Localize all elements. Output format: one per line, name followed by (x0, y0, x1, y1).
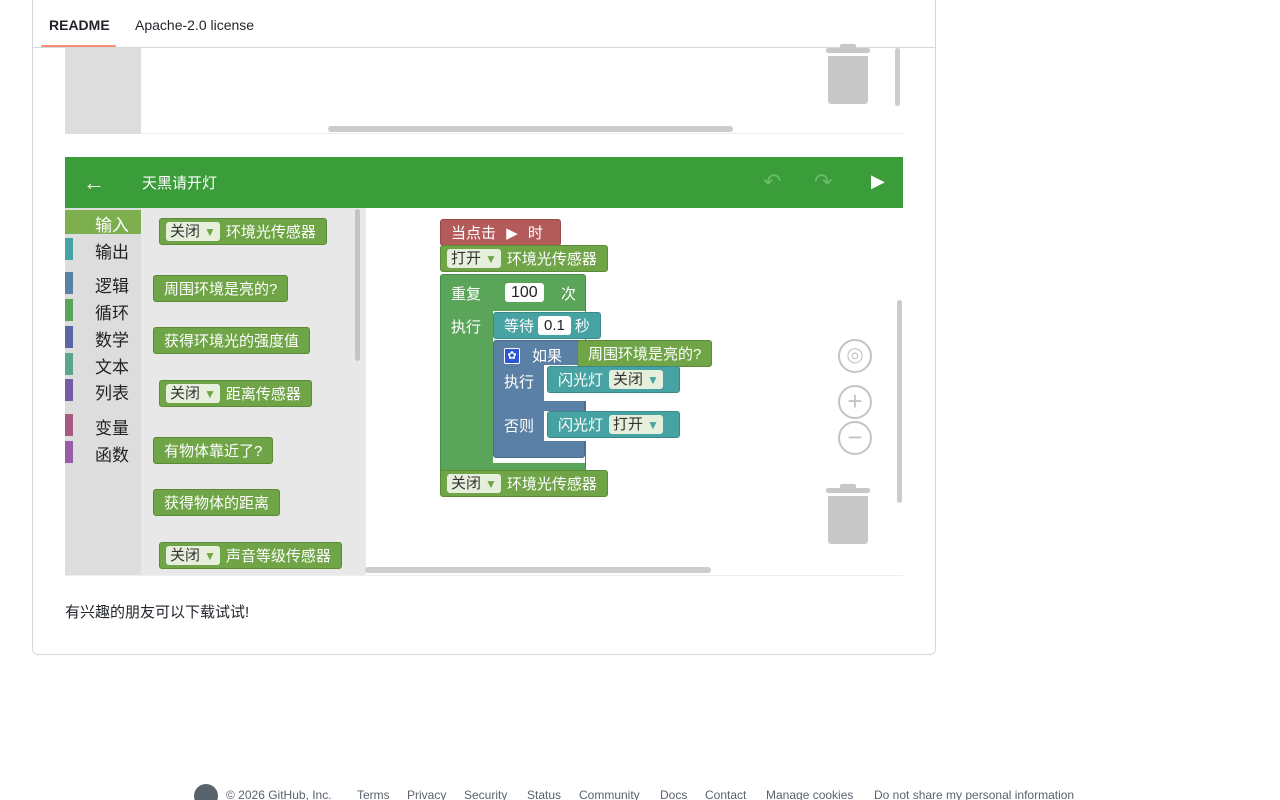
app-bar: ← 天黑请开灯 ↶ ↷ ▶ (65, 157, 903, 208)
active-tab-indicator (41, 45, 116, 47)
category-panel: 输入 输出 逻辑 循环 数学 文本 列表 变量 函数 (65, 208, 141, 575)
page-footer: © 2026 GitHub, Inc. Terms Privacy Securi… (194, 784, 1114, 800)
undo-icon: ↶ (763, 169, 782, 194)
screenshot-image-top (65, 44, 903, 134)
footer-link-contact[interactable]: Contact (705, 788, 747, 800)
footer-link-privacy[interactable]: Privacy (407, 788, 447, 800)
gear-icon: ✿ (504, 348, 520, 364)
footer-link-do-not-share[interactable]: Do not share my personal information (874, 788, 1075, 800)
category-item: 输出 (65, 237, 141, 262)
horizontal-scrollbar (328, 126, 733, 132)
open-sensor-block: 打开▼环境光传感器 (440, 245, 608, 272)
zoom-in-icon: + (838, 385, 872, 419)
copyright: © 2026 GitHub, Inc. (226, 788, 332, 800)
category-panel (65, 48, 141, 134)
category-item: 循环 (65, 298, 141, 323)
flyout-block: 关闭▼距离传感器 (159, 380, 312, 407)
category-item: 函数 (65, 440, 141, 465)
category-item: 文本 (65, 352, 141, 377)
readme-caption: 有兴趣的朋友可以下载试试! (65, 604, 250, 621)
play-icon: ▶ (871, 171, 885, 191)
flyout-block: 获得物体的距离 (153, 489, 281, 516)
flyout-scrollbar (355, 209, 360, 361)
footer-link-manage-cookies[interactable]: Manage cookies (766, 788, 854, 800)
condition-block: 周围环境是亮的? (577, 340, 713, 367)
category-item: 变量 (65, 413, 141, 438)
app-title: 天黑请开灯 (142, 175, 218, 192)
vertical-scrollbar (895, 48, 900, 106)
tab-readme[interactable]: README (49, 17, 110, 33)
flash-on-block: 闪光灯打开▼ (547, 411, 680, 438)
vertical-scrollbar (897, 300, 902, 503)
horizontal-scrollbar (365, 567, 711, 573)
when-clicked-block: 当点击 ▶ 时 (440, 219, 561, 246)
block-flyout: 关闭▼环境光传感器 周围环境是亮的? 获得环境光的强度值 关闭▼距离传感器 有物… (141, 208, 366, 575)
footer-link-docs[interactable]: Docs (660, 788, 688, 800)
readme-container: README Apache-2.0 license ← 天黑请开灯 ↶ ↷ ▶ … (32, 0, 936, 655)
trash-icon (826, 484, 870, 546)
repeat-count-field: 100 (505, 283, 544, 302)
readme-tabs: README Apache-2.0 license (33, 0, 935, 48)
flyout-block: 周围环境是亮的? (153, 275, 289, 302)
footer-link-community[interactable]: Community (579, 788, 640, 800)
zoom-out-icon: − (838, 421, 872, 455)
recenter-icon: ◎ (838, 339, 872, 373)
trash-icon (826, 44, 870, 106)
category-item: 数学 (65, 325, 141, 350)
close-sensor-block: 关闭▼环境光传感器 (440, 470, 608, 497)
footer-link-security[interactable]: Security (464, 788, 508, 800)
flyout-block: 获得环境光的强度值 (153, 327, 311, 354)
footer-link-terms[interactable]: Terms (357, 788, 390, 800)
footer-link-status[interactable]: Status (527, 788, 562, 800)
arrow-left-icon: ← (83, 170, 105, 195)
category-item: 逻辑 (65, 271, 141, 296)
flyout-block: 关闭▼声音等级传感器 (159, 542, 342, 569)
github-logo-icon[interactable] (194, 784, 218, 800)
category-item: 列表 (65, 378, 141, 403)
flyout-block: 关闭▼环境光传感器 (159, 218, 327, 245)
if-else-block: ✿ 如果 执行 否则 (493, 340, 586, 458)
redo-icon: ↷ (814, 169, 833, 194)
tab-license[interactable]: Apache-2.0 license (135, 17, 255, 33)
category-item: 输入 (65, 210, 141, 235)
screenshot-image-blockly: ← 天黑请开灯 ↶ ↷ ▶ 输入 输出 逻辑 循环 数学 文本 列表 变量 函数… (65, 157, 903, 576)
flash-off-block: 闪光灯关闭▼ (547, 366, 680, 393)
flyout-block: 有物体靠近了? (153, 437, 274, 464)
